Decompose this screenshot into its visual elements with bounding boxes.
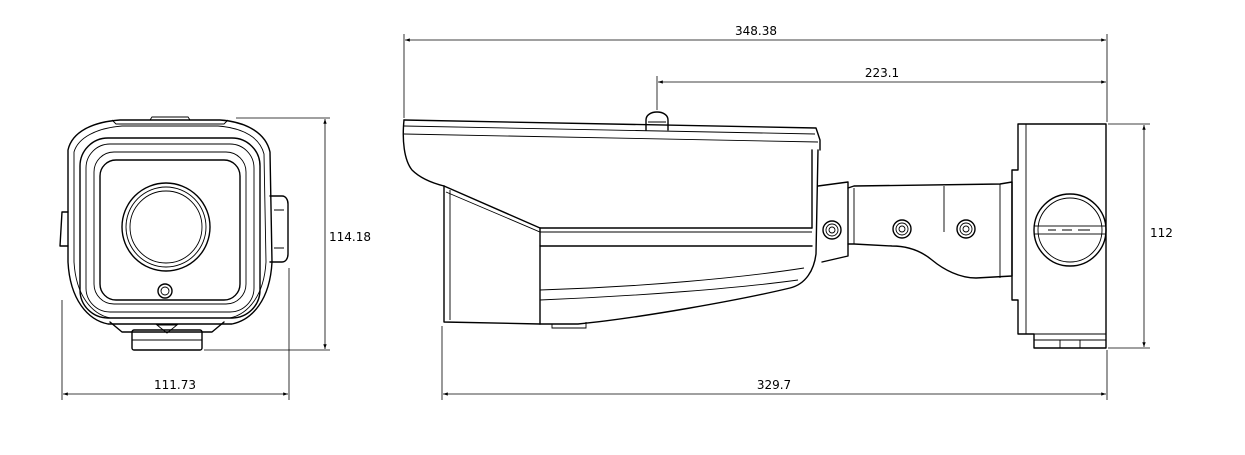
mount-height-dimension: 112 <box>1108 123 1173 349</box>
side-base-length-label: 329.7 <box>757 378 791 392</box>
front-width-dimension: 111.73 <box>61 268 290 400</box>
side-total-length-label: 348.38 <box>735 24 777 38</box>
side-base-length-dimension: 329.7 <box>441 326 1108 400</box>
mount-height-label: 112 <box>1150 226 1173 240</box>
side-total-length-dimension: 348.38 <box>403 24 1108 122</box>
side-view <box>402 111 1107 349</box>
front-height-dimension: 114.18 <box>204 117 371 351</box>
front-width-label: 111.73 <box>154 378 196 392</box>
front-height-label: 114.18 <box>329 230 371 244</box>
side-top-mount-label: 223.1 <box>865 66 899 80</box>
side-top-mount-dimension: 223.1 <box>656 66 1106 110</box>
front-view <box>59 116 289 351</box>
